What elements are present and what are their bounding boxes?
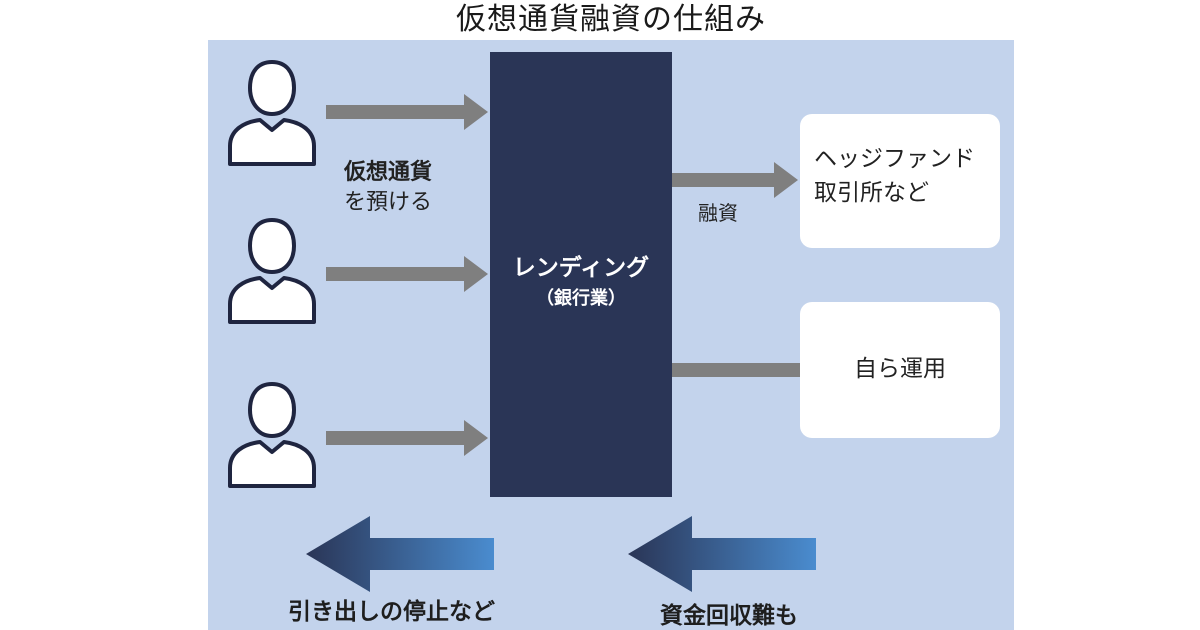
arrow-right-icon: [326, 94, 488, 130]
person-icon: [228, 217, 316, 324]
diagram-title: 仮想通貨融資の仕組み: [456, 2, 766, 37]
diagram-panel: 仮想通貨 を預ける レンディング （銀行業） 融資 ヘッジファンド 取引所など …: [208, 40, 1014, 630]
self-operation-box: 自ら運用: [800, 302, 1000, 438]
self-box-label: 自ら運用: [854, 356, 946, 382]
withdrawal-halt-label: 引き出しの停止など: [288, 599, 495, 625]
arrow-left-icon: [306, 516, 494, 592]
connector-line: [672, 363, 800, 377]
deposit-label-line2: を預ける: [344, 190, 433, 215]
lending-sublabel: （銀行業）: [536, 288, 626, 309]
arrow-right-icon: [326, 256, 488, 292]
deposit-label-line1: 仮想通貨: [344, 160, 433, 185]
lending-label: レンディング: [512, 255, 650, 281]
person-icon: [228, 381, 316, 488]
person-icon: [228, 59, 316, 166]
arrow-left-icon: [628, 516, 816, 592]
lending-block: レンディング （銀行業）: [490, 52, 672, 497]
arrow-right-icon: [326, 420, 488, 456]
hedge-box-line2: 取引所など: [814, 180, 929, 206]
loan-label: 融資: [698, 201, 738, 225]
hedge-fund-box: ヘッジファンド 取引所など: [800, 114, 1000, 248]
fund-recovery-label: 資金回収難も: [660, 603, 798, 629]
hedge-box-line1: ヘッジファンド: [814, 146, 975, 172]
arrow-right-icon: [672, 162, 798, 198]
deposit-label: 仮想通貨 を預ける: [344, 158, 432, 218]
